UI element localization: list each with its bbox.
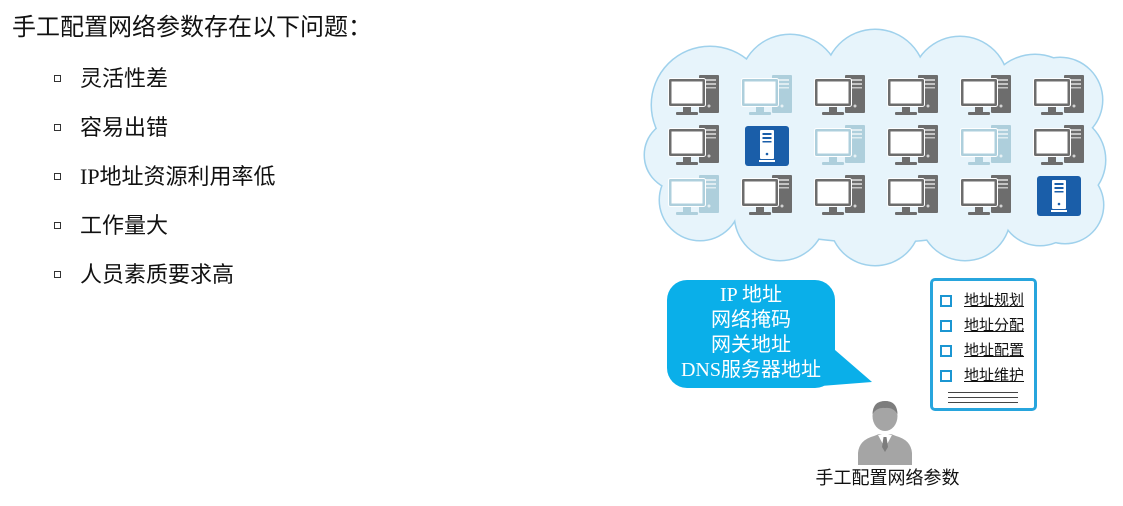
computer-icon (814, 75, 866, 117)
checklist-item: 地址分配 (940, 313, 1034, 338)
computer-icon (960, 125, 1012, 167)
computer-icon (668, 175, 720, 217)
computer-icon (668, 125, 720, 167)
checklist-item-label: 地址分配 (964, 317, 1025, 334)
device-grid (668, 75, 1085, 217)
list-item: IP地址资源利用率低 (54, 152, 276, 201)
problem-list: 灵活性差 容易出错 IP地址资源利用率低 工作量大 人员素质要求高 (54, 54, 276, 299)
bubble-line: IP 地址 (719, 284, 783, 306)
checklist-item: 地址规划 (940, 288, 1034, 313)
checkbox-icon (940, 344, 952, 357)
bullet-square-icon (54, 75, 61, 82)
server-icon (741, 125, 793, 167)
checkbox-icon (940, 294, 952, 307)
checklist-item: 地址配置 (940, 338, 1034, 363)
computer-icon (1033, 75, 1085, 117)
checklist: 地址规划 地址分配 地址配置 地址维护 (933, 281, 1034, 388)
checklist-item-label: 地址规划 (964, 292, 1025, 309)
computer-icon (814, 175, 866, 217)
list-item: 容易出错 (54, 103, 276, 152)
bullet-square-icon (54, 222, 61, 229)
computer-icon (741, 175, 793, 217)
server-icon (1033, 175, 1085, 217)
list-item: 人员素质要求高 (54, 250, 276, 299)
computer-icon (887, 125, 939, 167)
person-caption: 手工配置网络参数 (815, 468, 960, 488)
checklist-item: 地址维护 (940, 363, 1034, 388)
computer-icon (887, 75, 939, 117)
computer-icon (814, 125, 866, 167)
list-item-label: 工作量大 (80, 212, 169, 238)
list-item: 灵活性差 (54, 54, 276, 103)
checkbox-icon (940, 369, 952, 382)
bubble-line: 网络掩码 (711, 309, 791, 331)
speech-bubble-shape (667, 280, 872, 388)
computer-icon (1033, 125, 1085, 167)
list-item-label: 人员素质要求高 (80, 261, 235, 287)
list-item-label: 灵活性差 (80, 65, 169, 91)
list-item: 工作量大 (54, 201, 276, 250)
bullet-square-icon (54, 124, 61, 131)
bubble-line: DNS服务器地址 (680, 359, 821, 381)
speech-bubble: IP 地址 网络掩码 网关地址 DNS服务器地址 (667, 283, 835, 383)
checklist-item-label: 地址维护 (964, 367, 1025, 384)
bullet-square-icon (54, 271, 61, 278)
checklist-item-label: 地址配置 (964, 342, 1025, 359)
checklist-card: 地址规划 地址分配 地址配置 地址维护 (930, 278, 1037, 411)
page-title: 手工配置网络参数存在以下问题： (12, 15, 372, 41)
list-item-label: IP地址资源利用率低 (80, 163, 276, 189)
computer-icon (960, 75, 1012, 117)
bullet-square-icon (54, 173, 61, 180)
bubble-line: 网关地址 (711, 334, 791, 356)
list-item-label: 容易出错 (80, 114, 169, 140)
computer-icon (960, 175, 1012, 217)
person-icon (858, 401, 912, 465)
text-lines (948, 392, 1018, 407)
computer-icon (668, 75, 720, 117)
computer-icon (741, 75, 793, 117)
computer-icon (887, 175, 939, 217)
checkbox-icon (940, 319, 952, 332)
